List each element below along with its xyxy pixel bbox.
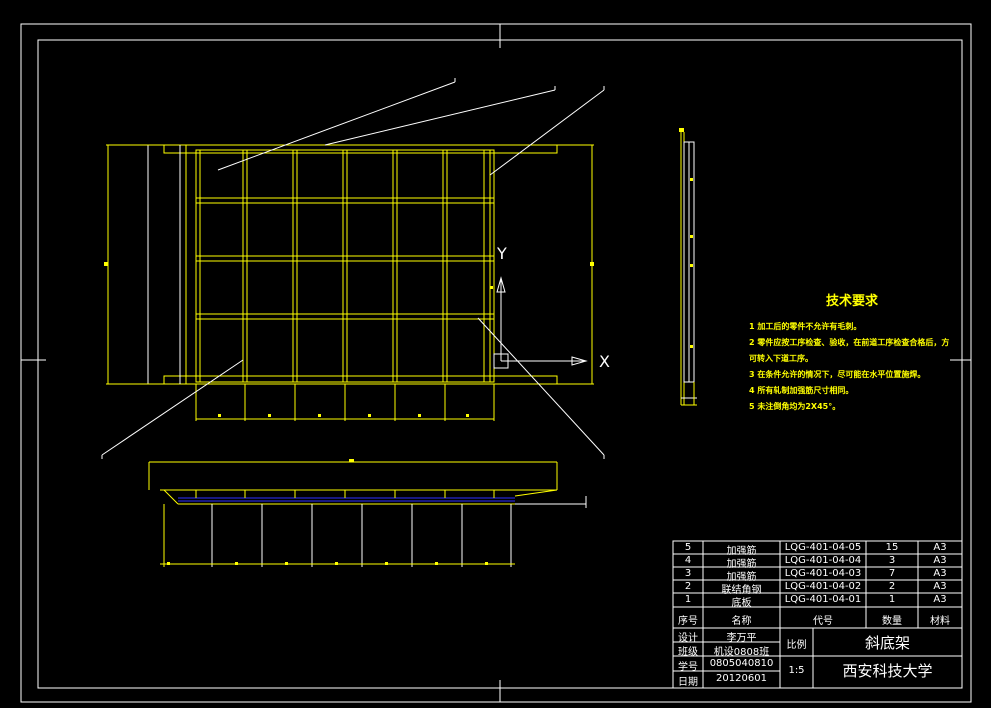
side-view	[679, 128, 697, 406]
bom-header-material: 材料	[930, 616, 950, 627]
front-view-frame	[147, 144, 558, 385]
bom-no: 3	[684, 568, 692, 579]
tech-note: 1 加工后的零件不允许有毛刺。	[749, 322, 862, 331]
bom-no: 4	[684, 555, 692, 566]
school-name: 西安科技大学	[842, 662, 933, 680]
bom-qty: 15	[885, 542, 899, 553]
design-label: 设计	[678, 633, 698, 644]
bom-name: 底板	[731, 598, 752, 609]
bom-code: LQG-401-04-04	[784, 555, 862, 566]
tech-note: 4 所有轧制加强筋尺寸相同。	[749, 386, 854, 395]
bom-name: 加强筋	[726, 546, 757, 557]
bom-header-name: 名称	[731, 616, 752, 627]
bom-no: 2	[684, 581, 692, 592]
bom-code: LQG-401-04-02	[784, 581, 862, 592]
x-axis-label: X	[599, 352, 610, 371]
bom-qty: 2	[888, 581, 896, 592]
y-axis-label: Y	[497, 244, 507, 263]
bom-no: 5	[684, 542, 692, 553]
bom-name: 联结角钢	[721, 585, 762, 596]
tech-note: 可转入下道工序。	[749, 354, 813, 363]
bom-header-code: 代号	[813, 616, 833, 627]
bom-material: A3	[933, 568, 947, 579]
tech-note: 5 未注倒角均为2X45°。	[749, 402, 841, 411]
date-label: 日期	[678, 677, 698, 688]
front-view-dimensions	[104, 144, 594, 421]
id-value: 0805040810	[709, 658, 774, 669]
drawing-title: 斜底架	[864, 634, 910, 652]
class-label: 班级	[678, 647, 698, 658]
title-block-grid	[672, 540, 963, 689]
class-value: 机设0808班	[713, 647, 770, 658]
bom-qty: 7	[888, 568, 896, 579]
outer-border	[20, 23, 972, 703]
bom-code: LQG-401-04-05	[784, 542, 862, 553]
bom-material: A3	[933, 581, 947, 592]
design-value: 李万平	[726, 633, 757, 644]
tech-note: 3 在条件允许的情况下，尽可能在水平位置施焊。	[749, 370, 926, 379]
bom-no: 1	[684, 594, 692, 605]
bottom-view	[148, 459, 587, 567]
bom-code: LQG-401-04-03	[784, 568, 862, 579]
tech-note: 2 零件应按工序检查、验收，在前道工序检查合格后，方	[749, 338, 950, 347]
date-value: 20120601	[716, 673, 767, 684]
center-marks	[21, 24, 971, 702]
bom-material: A3	[933, 594, 947, 605]
bom-header-qty: 数量	[882, 616, 902, 627]
bom-qty: 3	[888, 555, 896, 566]
tech-requirements-notes: 1 加工后的零件不允许有毛刺。 2 零件应按工序检查、验收，在前道工序检查合格后…	[749, 319, 949, 415]
leader-lines	[101, 78, 605, 459]
ucs-axis-icon	[493, 276, 588, 369]
bom-material: A3	[933, 542, 947, 553]
bom-header-no: 序号	[678, 616, 698, 627]
bom-code: LQG-401-04-01	[784, 594, 862, 605]
bom-name: 加强筋	[726, 559, 757, 570]
id-label: 学号	[678, 662, 698, 673]
bom-qty: 1	[888, 594, 896, 605]
bom-name: 加强筋	[726, 572, 757, 583]
scale-value: 1:5	[788, 665, 805, 676]
tech-requirements-title: 技术要求	[826, 294, 879, 309]
scale-label: 比例	[786, 640, 807, 651]
bom-material: A3	[933, 555, 947, 566]
